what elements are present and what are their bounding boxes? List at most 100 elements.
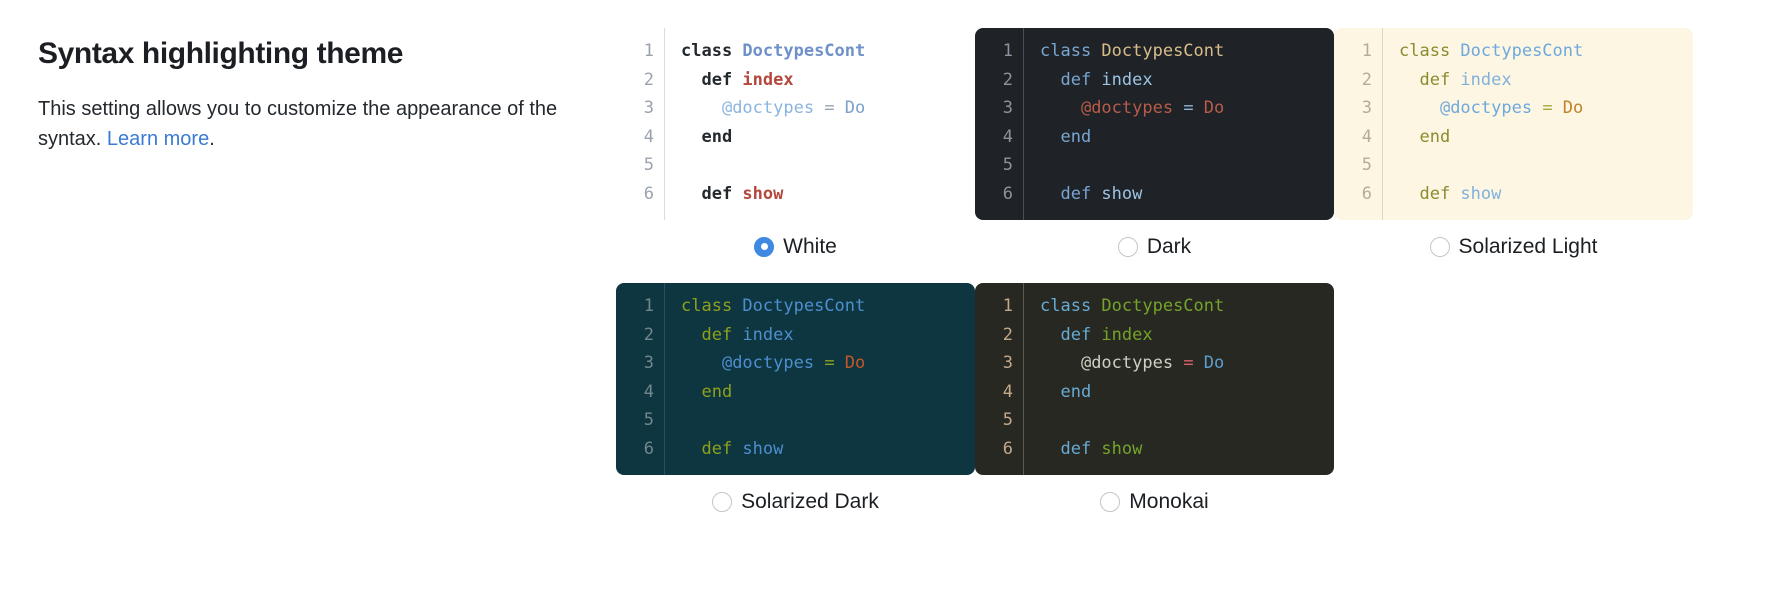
code-token-kw: def bbox=[681, 183, 743, 204]
code-line: def index bbox=[681, 321, 975, 350]
code-token-kw: class bbox=[681, 41, 743, 61]
code-sample: class DoctypesCont def index @doctypes =… bbox=[1023, 283, 1334, 475]
code-line: @doctypes = Do bbox=[1040, 94, 1334, 123]
code-token-plain bbox=[681, 353, 722, 373]
code-token-const: Do bbox=[844, 98, 866, 119]
code-line: class DoctypesCont bbox=[1399, 37, 1693, 66]
code-token-fn: show bbox=[1460, 183, 1502, 204]
line-number: 3 bbox=[1361, 98, 1372, 119]
code-token-ivar: @doctypes bbox=[1080, 353, 1174, 374]
line-number: 5 bbox=[1002, 410, 1013, 431]
code-token-fn: show bbox=[742, 438, 784, 459]
code-token-plain bbox=[1399, 98, 1440, 118]
theme-label: Monokai bbox=[1129, 490, 1209, 513]
radio-button-icon[interactable] bbox=[712, 491, 733, 512]
code-token-kw: end bbox=[681, 126, 733, 147]
line-number: 1 bbox=[1002, 296, 1013, 316]
theme-radio-solight[interactable]: Solarized Light bbox=[1334, 236, 1693, 257]
line-number: 1 bbox=[643, 41, 654, 61]
line-number: 4 bbox=[643, 381, 654, 402]
code-token-plain bbox=[1040, 353, 1081, 373]
line-number: 6 bbox=[1002, 438, 1013, 459]
code-sample: class DoctypesCont def index @doctypes =… bbox=[1382, 28, 1693, 220]
description-text-after: . bbox=[209, 128, 215, 151]
theme-radio-dark[interactable]: Dark bbox=[975, 236, 1334, 257]
code-token-cls: DoctypesCont bbox=[1101, 41, 1225, 61]
code-token-fn: index bbox=[742, 69, 794, 90]
line-number: 2 bbox=[1361, 69, 1372, 90]
code-line: @doctypes = Do bbox=[681, 94, 975, 123]
code-token-op: = bbox=[1532, 98, 1563, 119]
code-line: def show bbox=[681, 180, 975, 209]
code-token-const: Do bbox=[844, 353, 866, 374]
code-token-fn: index bbox=[1101, 324, 1153, 345]
code-token-op: = bbox=[814, 353, 845, 374]
line-number: 5 bbox=[643, 410, 654, 431]
code-token-kw: class bbox=[1399, 41, 1461, 61]
code-line: def index bbox=[1040, 321, 1334, 350]
code-line: @doctypes = Do bbox=[1040, 349, 1334, 378]
learn-more-link[interactable]: Learn more bbox=[106, 128, 210, 151]
code-token-const: Do bbox=[1562, 98, 1584, 119]
code-token-kw: def bbox=[1040, 324, 1102, 345]
radio-button-icon[interactable] bbox=[1100, 491, 1121, 512]
code-line: def show bbox=[1040, 435, 1334, 464]
theme-radio-sodark[interactable]: Solarized Dark bbox=[616, 491, 975, 512]
radio-button-icon[interactable] bbox=[1117, 236, 1138, 257]
line-number: 4 bbox=[1361, 126, 1372, 147]
code-line: end bbox=[681, 123, 975, 152]
code-token-kw: def bbox=[681, 438, 743, 459]
code-token-kw: def bbox=[681, 324, 743, 345]
line-number: 4 bbox=[643, 126, 654, 147]
code-token-kw: def bbox=[1040, 183, 1102, 204]
line-number: 5 bbox=[1002, 155, 1013, 176]
theme-label: Dark bbox=[1146, 235, 1192, 258]
code-token-fn: show bbox=[1101, 183, 1143, 204]
line-number: 3 bbox=[643, 98, 654, 119]
code-token-kw: def bbox=[1040, 438, 1102, 459]
code-line: class DoctypesCont bbox=[1040, 37, 1334, 66]
code-token-op: = bbox=[1173, 98, 1204, 119]
radio-button-icon[interactable] bbox=[1429, 236, 1450, 257]
code-line: def show bbox=[1040, 180, 1334, 209]
code-token-cls: DoctypesCont bbox=[742, 296, 866, 316]
code-token-plain bbox=[681, 98, 722, 118]
code-line: def show bbox=[1399, 180, 1693, 209]
page-title: Syntax highlighting theme bbox=[38, 37, 404, 70]
code-token-kw: class bbox=[1040, 296, 1102, 316]
code-line bbox=[1040, 151, 1334, 180]
code-sample: class DoctypesCont def index @doctypes =… bbox=[664, 28, 975, 220]
code-token-cls: DoctypesCont bbox=[1101, 296, 1225, 316]
theme-radio-monokai[interactable]: Monokai bbox=[975, 491, 1334, 512]
code-line: class DoctypesCont bbox=[681, 292, 975, 321]
radio-button-icon[interactable] bbox=[754, 236, 775, 257]
code-line: end bbox=[1399, 123, 1693, 152]
code-line: def index bbox=[1040, 66, 1334, 95]
line-number: 6 bbox=[1002, 183, 1013, 204]
line-number: 1 bbox=[1002, 41, 1013, 61]
code-line: @doctypes = Do bbox=[1399, 94, 1693, 123]
theme-radio-white[interactable]: White bbox=[616, 236, 975, 257]
code-line: def index bbox=[681, 66, 975, 95]
code-token-fn: index bbox=[1101, 69, 1153, 90]
line-number: 1 bbox=[643, 296, 654, 316]
code-token-kw: end bbox=[1040, 381, 1092, 402]
code-token-kw: def bbox=[1399, 183, 1461, 204]
code-sample: class DoctypesCont def index @doctypes =… bbox=[1023, 28, 1334, 220]
code-token-kw: def bbox=[1399, 69, 1461, 90]
code-token-kw: def bbox=[681, 69, 743, 90]
code-token-kw: end bbox=[1399, 126, 1451, 147]
code-token-op: = bbox=[814, 98, 845, 119]
